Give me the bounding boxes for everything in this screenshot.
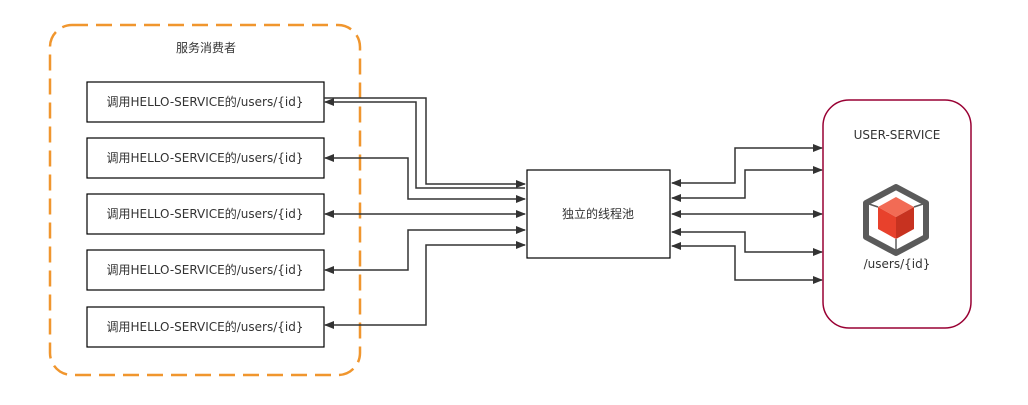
call-box-1: 调用HELLO-SERVICE的/users/{id} <box>86 81 325 123</box>
consumer-group-container <box>48 23 362 377</box>
service-title: USER-SERVICE <box>854 128 941 142</box>
pool-service-connectors <box>671 144 823 284</box>
service-endpoint-label: /users/{id} <box>864 257 931 271</box>
connector-call5-to-pool <box>324 241 526 329</box>
connector-pool-to-call1 <box>324 98 525 189</box>
connector-pool-service-4 <box>671 228 823 256</box>
call-label: 调用HELLO-SERVICE的/users/{id} <box>107 262 304 277</box>
call-box-4: 调用HELLO-SERVICE的/users/{id} <box>86 249 325 291</box>
connector-call4-to-pool <box>324 226 526 274</box>
connector-pool-service-5 <box>671 242 823 284</box>
consumer-group-title: 服务消费者 <box>176 40 236 55</box>
connector-call1-to-pool <box>324 97 526 188</box>
consumer-pool-connectors <box>324 97 526 329</box>
call-label: 调用HELLO-SERVICE的/users/{id} <box>107 206 304 221</box>
connector-pool-service-1 <box>671 144 823 187</box>
cube-icon <box>863 184 929 256</box>
call-box-2: 调用HELLO-SERVICE的/users/{id} <box>86 137 325 179</box>
thread-pool-box: 独立的线程池 <box>526 169 671 259</box>
call-label: 调用HELLO-SERVICE的/users/{id} <box>107 150 304 165</box>
call-box-5: 调用HELLO-SERVICE的/users/{id} <box>86 306 325 348</box>
connector-call2-to-pool <box>324 154 526 203</box>
connector-pool-service-2 <box>671 166 823 202</box>
call-label: 调用HELLO-SERVICE的/users/{id} <box>107 319 304 334</box>
call-label: 调用HELLO-SERVICE的/users/{id} <box>107 94 304 109</box>
thread-pool-label: 独立的线程池 <box>562 206 634 221</box>
call-box-3: 调用HELLO-SERVICE的/users/{id} <box>86 193 325 235</box>
